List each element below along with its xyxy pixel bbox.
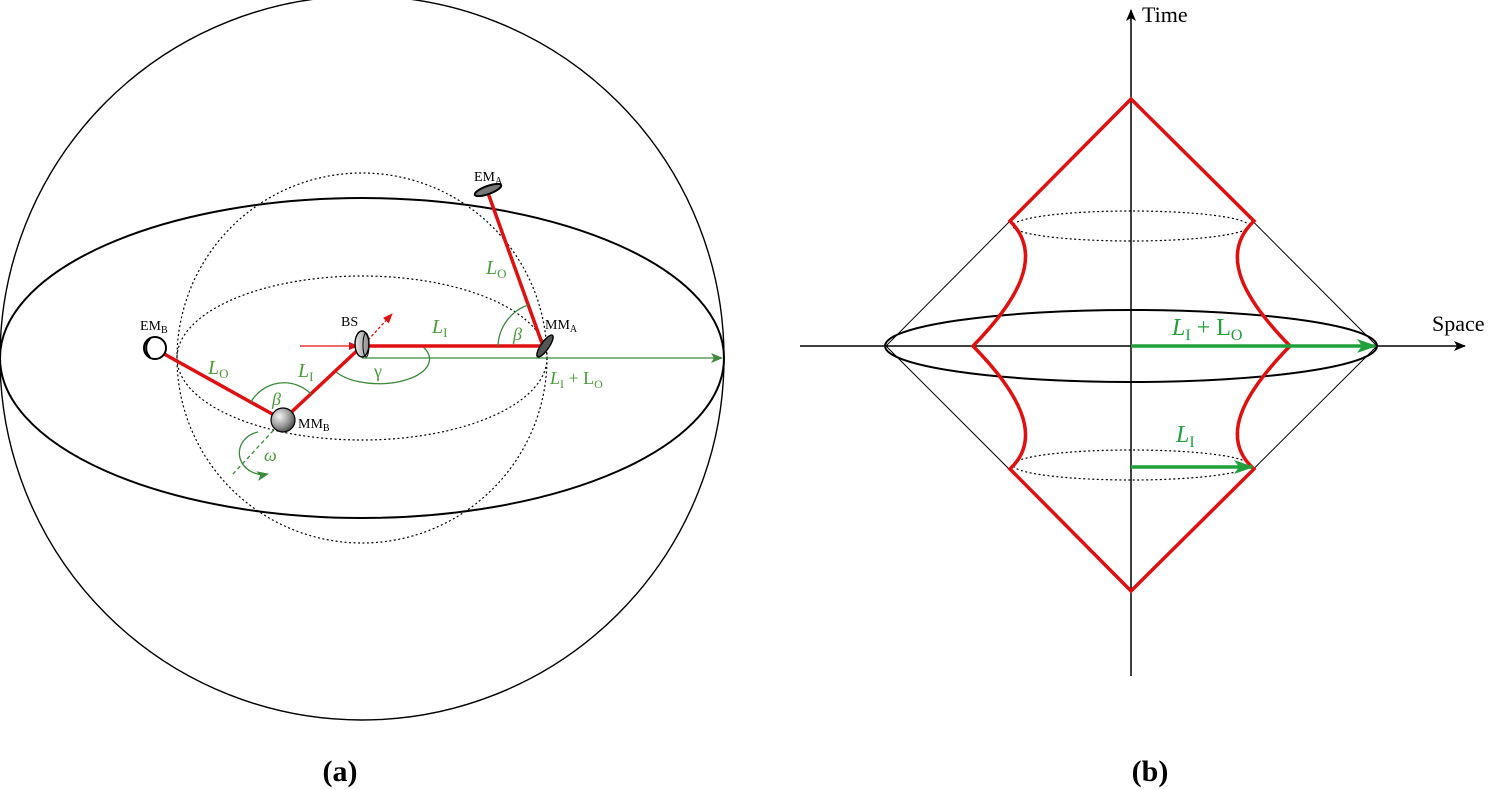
- mm-b-sphere: [270, 407, 296, 433]
- label-mm-b: MMB: [298, 417, 330, 434]
- label-sum-a: LI + LO: [549, 368, 603, 391]
- omega-arc: [238, 431, 269, 482]
- label-li-b: LI: [1175, 422, 1195, 451]
- caption-a: (a): [323, 755, 358, 788]
- outer-sphere: [0, 0, 725, 721]
- label-mm-a: MMA: [545, 318, 578, 335]
- label-space: Space: [1432, 311, 1485, 336]
- label-omega: ω: [264, 445, 277, 465]
- label-sum-b: LI + LO: [1171, 315, 1242, 344]
- label-lo-left: LO: [207, 357, 229, 381]
- output-beam: [367, 313, 393, 341]
- label-em-b: EMB: [140, 319, 168, 336]
- label-li-right: LI: [431, 316, 447, 340]
- outer-equator: [0, 197, 725, 519]
- label-beta-a: β: [512, 324, 522, 344]
- label-bs: BS: [341, 315, 358, 330]
- rotation-axis: [232, 419, 284, 475]
- panel-b: Time Space LI + LO LI (b): [800, 2, 1485, 788]
- label-gamma: γ: [373, 361, 382, 381]
- mm-a-mirror: [536, 334, 554, 358]
- bs-element: [354, 330, 370, 358]
- gamma-arc: [335, 345, 431, 385]
- red-boundary: [970, 96, 1293, 594]
- label-beta-b: β: [271, 389, 281, 409]
- em-a-mirror: [473, 182, 503, 198]
- caption-b: (b): [1132, 755, 1169, 788]
- beta-arc-a: [497, 304, 529, 347]
- em-b-mirror: [143, 336, 167, 360]
- label-lo-right: LO: [485, 257, 507, 281]
- panel-a: EMB EMA BS MMA MMB LO LO LI LI β β γ ω L…: [0, 0, 725, 788]
- label-time: Time: [1142, 2, 1188, 27]
- arm-b: [156, 344, 364, 423]
- label-li-left: LI: [297, 360, 313, 384]
- cone-base-ellipse: [884, 309, 1378, 383]
- beta-arc-b: [250, 382, 312, 403]
- label-em-a: EMA: [474, 170, 503, 187]
